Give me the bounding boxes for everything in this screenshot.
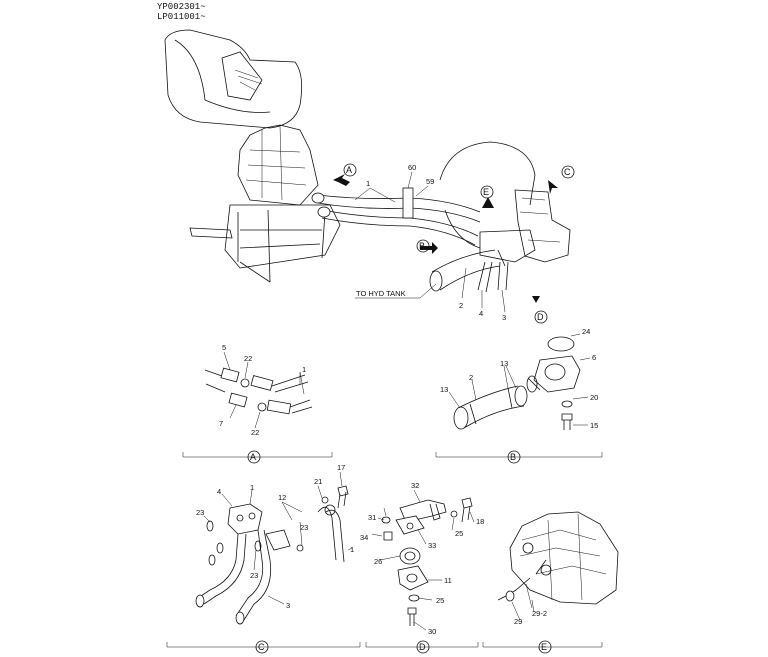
fitting-7 xyxy=(205,383,313,415)
detail-a: 5 22 1 7 22 A xyxy=(182,343,333,464)
pipes-c xyxy=(195,504,345,625)
part-29-2: 29-2 xyxy=(532,609,547,618)
view-arrows xyxy=(333,174,558,303)
part-13-right: 13 xyxy=(500,359,508,368)
detail-e-title: E xyxy=(541,642,547,652)
part-59: 59 xyxy=(426,177,434,186)
callout-d: D xyxy=(537,312,544,322)
part-4-c: 4 xyxy=(217,487,221,496)
to-hyd-tank-label: TO HYD TANK xyxy=(356,289,406,298)
pump-body-e xyxy=(509,511,619,605)
hose-2 xyxy=(453,385,528,430)
callout-c-circle xyxy=(561,165,575,179)
serial-header: YP002301~ LP011001~ xyxy=(157,2,206,22)
part-34: 34 xyxy=(360,533,368,542)
washer-31 xyxy=(381,516,391,524)
detail-b-title: B xyxy=(510,452,516,462)
part-24: 24 xyxy=(582,327,590,336)
main-assembly: A E B C D 1 60 59 TO HYD TANK 2 4 3 xyxy=(164,29,575,324)
detail-d: 32 31 18 25 34 33 26 11 25 30 D xyxy=(360,481,484,654)
o-ring-23c xyxy=(208,554,216,566)
control-valve xyxy=(189,124,341,283)
part-15: 15 xyxy=(590,421,598,430)
part-29: 29 xyxy=(514,617,522,626)
part-30: 30 xyxy=(428,627,436,636)
clamp-33 xyxy=(395,515,425,535)
fitting-5 xyxy=(204,367,309,393)
part-1-c-bottom: 1 xyxy=(350,545,354,554)
part-25-bottom: 25 xyxy=(436,596,444,605)
part-2-main: 2 xyxy=(459,301,463,310)
bracket-11 xyxy=(397,565,429,591)
callout-e: E xyxy=(483,187,489,197)
callout-b: B xyxy=(419,241,425,251)
washer-25 xyxy=(408,594,420,602)
pump-fittings xyxy=(429,189,571,293)
callout-e-circle xyxy=(480,185,494,199)
part-4-main: 4 xyxy=(479,309,483,318)
part-1-main: 1 xyxy=(366,179,370,188)
callout-d-circle xyxy=(534,310,548,324)
detail-d-title: D xyxy=(419,642,426,652)
part-25-top: 25 xyxy=(455,529,463,538)
part-26: 26 xyxy=(374,557,382,566)
part-17: 17 xyxy=(337,463,345,472)
part-7: 7 xyxy=(219,419,223,428)
o-ring-23d xyxy=(254,540,262,552)
serial-range-1: YP002301~ xyxy=(157,2,206,12)
detail-a-title: A xyxy=(250,452,256,462)
part-22-bottom: 22 xyxy=(251,428,259,437)
part-18: 18 xyxy=(476,517,484,526)
part-20: 20 xyxy=(590,393,598,402)
callout-a: A xyxy=(346,165,352,175)
callout-b-circle xyxy=(416,239,430,253)
serial-range-2: LP011001~ xyxy=(157,12,206,22)
part-33: 33 xyxy=(428,541,436,550)
bolt-30 xyxy=(407,607,417,626)
part-31: 31 xyxy=(368,513,376,522)
part-32: 32 xyxy=(411,481,419,490)
part-11: 11 xyxy=(444,576,452,585)
part-12: 12 xyxy=(278,493,286,502)
part-21: 21 xyxy=(314,477,322,486)
part-3-main: 3 xyxy=(502,313,506,322)
main-hose xyxy=(311,187,481,246)
machine-outline xyxy=(164,29,303,129)
part-1-c-top: 1 xyxy=(250,483,254,492)
block-4 xyxy=(227,503,263,535)
o-ring-23a xyxy=(206,520,214,532)
callout-c: C xyxy=(564,167,571,177)
part-60: 60 xyxy=(408,163,416,172)
part-23-left: 23 xyxy=(196,508,204,517)
detail-e: 29 29-2 E xyxy=(482,511,619,654)
part-5: 5 xyxy=(222,343,226,352)
bolt-18 xyxy=(450,497,473,523)
leader-lines xyxy=(354,171,506,313)
callout-a-circle xyxy=(343,163,357,177)
part-22-top: 22 xyxy=(244,354,252,363)
bolt-15 xyxy=(561,400,573,430)
pump-outline xyxy=(439,141,536,249)
bolt-17 xyxy=(321,485,349,509)
part-1-a: 1 xyxy=(302,365,306,374)
flange-6 xyxy=(526,355,581,393)
sensor-29 xyxy=(497,559,547,609)
bolt-34 xyxy=(383,531,393,541)
detail-c-title: C xyxy=(258,642,265,652)
part-2-b: 2 xyxy=(469,373,473,382)
part-23-right: 23 xyxy=(300,523,308,532)
clamp-26 xyxy=(399,547,421,565)
part-23-middle: 23 xyxy=(250,571,258,580)
detail-b: 24 6 13 13 2 20 15 B xyxy=(435,327,603,464)
o-ring-23b xyxy=(216,542,224,554)
part-6: 6 xyxy=(592,353,596,362)
part-3-c: 3 xyxy=(286,601,290,610)
part-13-left: 13 xyxy=(440,385,448,394)
detail-c: 4 1 23 23 23 12 21 17 1 3 C xyxy=(166,463,361,654)
o-ring-24 xyxy=(547,336,575,352)
